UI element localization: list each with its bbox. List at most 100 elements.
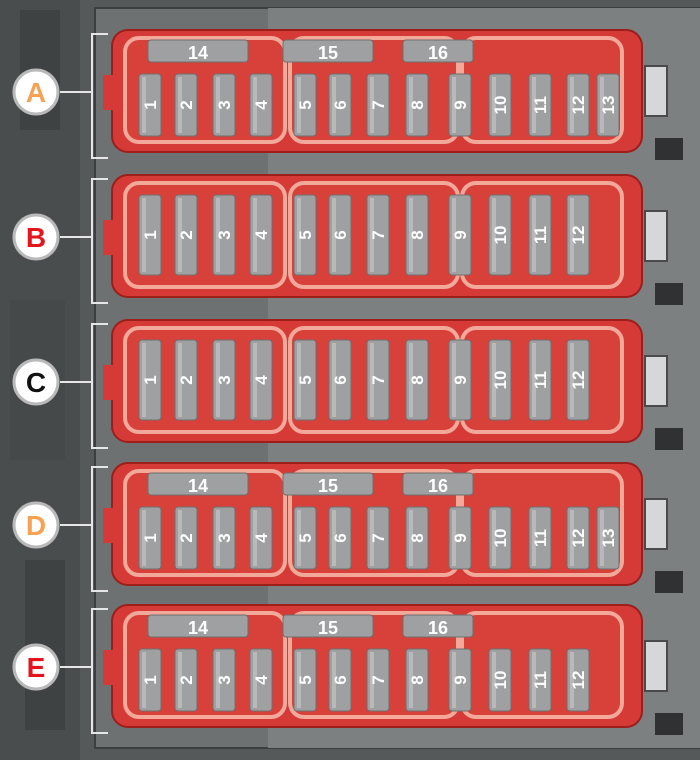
- fuse-label: 1: [141, 100, 160, 109]
- row-label-circle: [12, 643, 60, 691]
- fuse-highlight: [452, 510, 456, 566]
- top-fuse-14: [147, 614, 249, 638]
- fuse-highlight: [532, 343, 536, 417]
- row-bracket: [91, 178, 108, 304]
- fuse-label: 2: [177, 230, 196, 239]
- fuse-highlight: [532, 198, 536, 272]
- fuse-highlight: [297, 510, 301, 566]
- fuse-highlight: [452, 652, 456, 708]
- row-bracket: [91, 323, 108, 449]
- fuse-highlight: [253, 198, 257, 272]
- top-fuse-label: 14: [188, 43, 208, 63]
- top-fuse-16: [402, 614, 474, 638]
- fuse-highlight: [216, 652, 220, 708]
- fuse-label: 3: [215, 375, 234, 384]
- fuse-highlight: [142, 652, 146, 708]
- row-label: B: [26, 222, 46, 253]
- fuse-label: 13: [599, 529, 618, 548]
- fuse-label: 5: [296, 100, 315, 109]
- fuse-label: 9: [451, 100, 470, 109]
- top-fuse-label: 15: [318, 476, 338, 496]
- top-fuse-label: 14: [188, 618, 208, 638]
- top-fuse-label: 16: [428, 476, 448, 496]
- row-label-circle: [12, 68, 60, 116]
- fuse-highlight: [409, 198, 413, 272]
- top-fuse-16: [402, 472, 474, 496]
- fuse-compartment: [123, 611, 287, 719]
- fuse-label: 7: [369, 230, 388, 239]
- connector-socket: [644, 355, 668, 407]
- row-label: C: [26, 367, 46, 398]
- fuse-highlight: [253, 343, 257, 417]
- fuse-label: 6: [331, 675, 350, 684]
- fuse-label: 9: [451, 533, 470, 542]
- fuse-label: 7: [369, 100, 388, 109]
- fuse-label: 2: [177, 533, 196, 542]
- fuse-label: 12: [569, 529, 588, 548]
- fuse-label: 3: [215, 675, 234, 684]
- fuse-compartment: [123, 181, 287, 289]
- fuse-label: 7: [369, 375, 388, 384]
- row-bracket: [91, 33, 108, 159]
- fuse-label: 8: [408, 375, 427, 384]
- fuse-label: 3: [215, 533, 234, 542]
- fuse-highlight: [253, 510, 257, 566]
- connector-socket: [644, 498, 668, 550]
- fuse-label: 4: [252, 230, 271, 240]
- fuse-highlight: [332, 510, 336, 566]
- fuse-highlight: [332, 343, 336, 417]
- connector-latch: [655, 283, 683, 305]
- fuse-highlight: [600, 510, 604, 566]
- fuse-label: 10: [491, 529, 510, 548]
- connector-latch: [655, 138, 683, 160]
- fuse-label: 3: [215, 230, 234, 239]
- fuse-highlight: [178, 510, 182, 566]
- fuse-label: 2: [177, 100, 196, 109]
- top-fuse-14: [147, 472, 249, 496]
- fuse-highlight: [492, 198, 496, 272]
- fuse-label: 1: [141, 230, 160, 239]
- fuse-label: 4: [252, 100, 271, 110]
- fuse-highlight: [370, 652, 374, 708]
- connector-socket: [644, 210, 668, 262]
- fuse-highlight: [452, 343, 456, 417]
- top-fuse-15: [282, 39, 374, 63]
- fuse-highlight: [253, 77, 257, 133]
- fuse-highlight: [532, 510, 536, 566]
- fuse-label: 5: [296, 375, 315, 384]
- fuse-highlight: [409, 510, 413, 566]
- holder-clip-left: [103, 365, 117, 400]
- fuse-label: 8: [408, 675, 427, 684]
- holder-clip-left: [103, 75, 117, 110]
- holder-clip-right: [626, 75, 640, 110]
- fuse-highlight: [297, 198, 301, 272]
- fuse-label: 1: [141, 375, 160, 384]
- fuse-label: 2: [177, 675, 196, 684]
- fuse-highlight: [370, 510, 374, 566]
- fuse-label: 10: [491, 671, 510, 690]
- fuse-label: 10: [491, 96, 510, 115]
- fuse-label: 6: [331, 100, 350, 109]
- fuse-label: 13: [599, 96, 618, 115]
- fuse-label: 9: [451, 375, 470, 384]
- fuse-label: 11: [531, 671, 550, 689]
- fuse-highlight: [600, 77, 604, 133]
- fuse-highlight: [216, 77, 220, 133]
- row-label-circle: [12, 358, 60, 406]
- row-bracket: [91, 608, 108, 734]
- fuse-label: 8: [408, 230, 427, 239]
- fuse-highlight: [142, 343, 146, 417]
- fuse-highlight: [142, 77, 146, 133]
- fuse-highlight: [492, 510, 496, 566]
- holder-clip-right: [626, 508, 640, 543]
- fuse-label: 6: [331, 375, 350, 384]
- fuse-label: 4: [252, 375, 271, 385]
- holder-clip-left: [103, 650, 117, 685]
- fuse-label: 1: [141, 533, 160, 542]
- fuse-highlight: [178, 198, 182, 272]
